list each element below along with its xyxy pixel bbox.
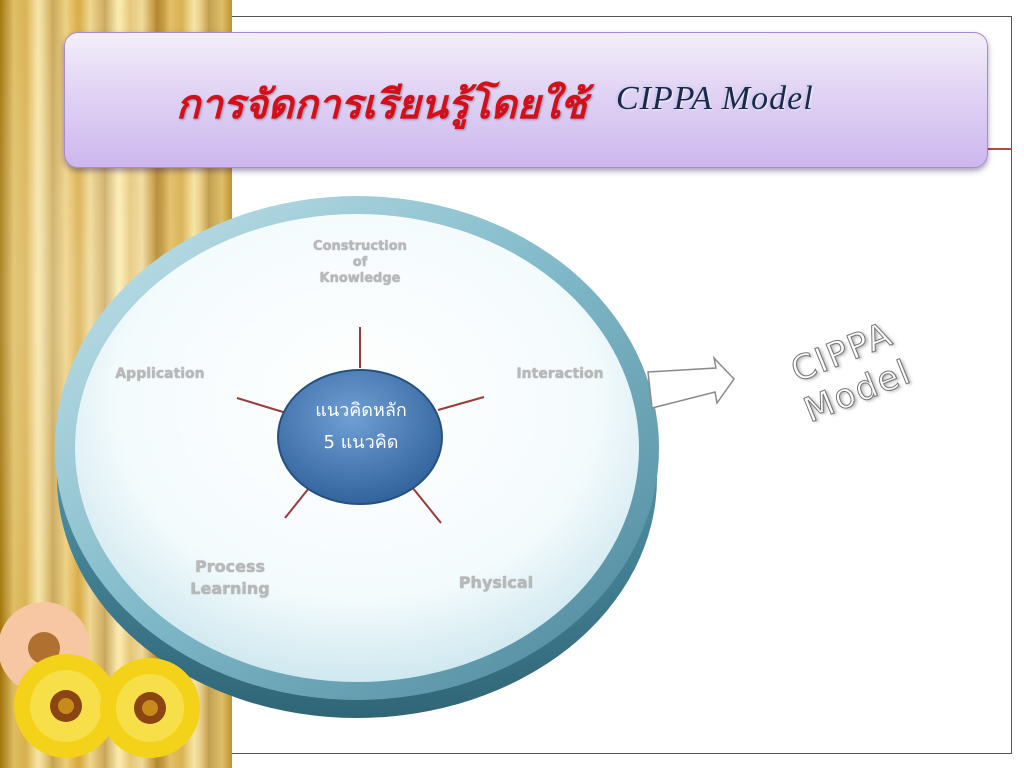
spoke-right bbox=[437, 396, 485, 411]
title-banner bbox=[64, 32, 988, 168]
title-english: CIPPA Model bbox=[616, 80, 814, 117]
label-process-learning: Process Learning bbox=[170, 556, 290, 600]
label-construction-line1: Construction bbox=[313, 239, 407, 254]
accent-line bbox=[980, 148, 1012, 150]
label-construction-line3: Knowledge bbox=[319, 271, 401, 286]
slide-frame bbox=[232, 16, 1012, 754]
spoke-left bbox=[236, 397, 284, 413]
center-label-line2: 5 แนวคิด bbox=[323, 432, 399, 453]
label-interaction: Interaction bbox=[516, 366, 604, 382]
label-physical: Physical bbox=[458, 573, 534, 592]
label-application: Application bbox=[115, 366, 205, 382]
label-process-line2: Learning bbox=[190, 579, 270, 598]
center-circle bbox=[277, 369, 443, 505]
center-label-line1: แนวคิดหลัก bbox=[315, 400, 407, 421]
daisy-flowers bbox=[0, 602, 200, 758]
spoke-bottom-left bbox=[284, 487, 310, 519]
center-label: แนวคิดหลัก 5 แนวคิด bbox=[286, 395, 436, 459]
title-thai: การจัดการเรียนรู้โดยใช้ bbox=[176, 81, 587, 128]
label-process-line1: Process bbox=[195, 557, 265, 576]
label-construction-of-knowledge: Construction of Knowledge bbox=[300, 239, 420, 287]
spoke-bottom-right bbox=[411, 486, 442, 524]
right-arrow-icon bbox=[647, 355, 735, 409]
label-construction-line2: of bbox=[352, 255, 368, 270]
